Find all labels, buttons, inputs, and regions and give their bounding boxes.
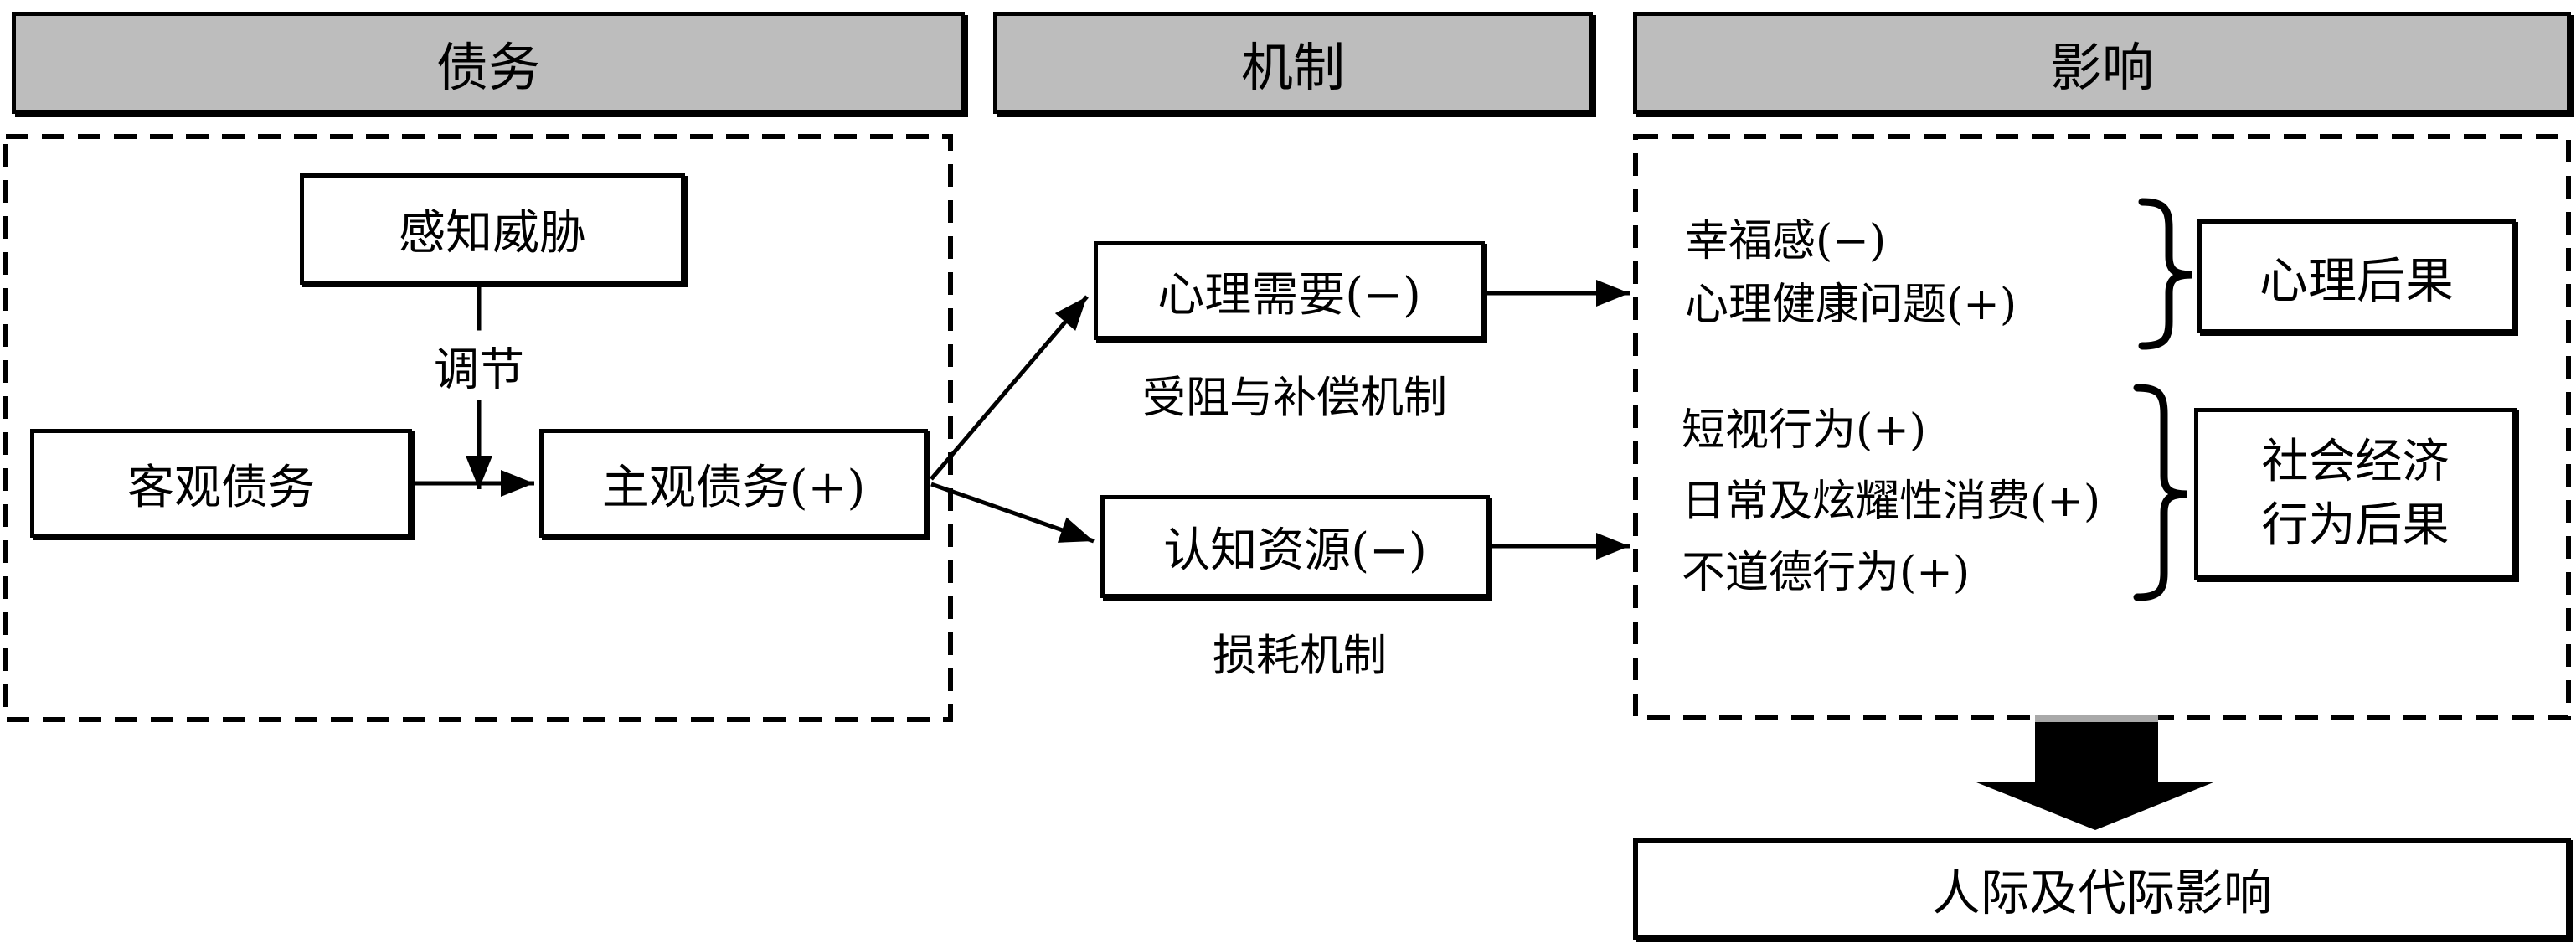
blocked-compensation-label: 受阻与补偿机制 <box>1141 373 1448 424</box>
behavior-outcomes-brace <box>2133 384 2188 601</box>
column-header-mechanism-label: 机制 <box>1240 37 1345 98</box>
node-psychological-need-label: 心理需要(−) <box>1157 267 1421 322</box>
node-socioeconomic-outcomes: 社会经济 行为后果 <box>2194 408 2517 580</box>
subjective-to-psychneed-arrow <box>930 295 1089 481</box>
node-cognitive-resource-label: 认知资源(−) <box>1163 524 1427 578</box>
node-perceived-threat-label: 感知威胁 <box>399 206 586 261</box>
column-header-impact: 影响 <box>1633 12 2571 114</box>
node-socioeconomic-outcomes-line2: 行为后果 <box>2261 498 2450 553</box>
column-header-debt-label: 债务 <box>435 37 540 98</box>
column-header-impact-label: 影响 <box>2049 37 2154 98</box>
list-item: 不道德行为(+) <box>1682 548 1971 598</box>
node-subjective-debt: 主观债务(+) <box>539 429 928 538</box>
psych-outcomes-list: 幸福感(−) 心理健康问题(+) <box>1685 209 2017 337</box>
subjective-to-cognitive-arrow <box>930 482 1095 544</box>
column-header-debt: 债务 <box>12 12 965 114</box>
behavior-outcomes-list: 短视行为(+) 日常及炫耀性消费(+) 不道德行为(+) <box>1682 395 2100 609</box>
node-psychological-need: 心理需要(−) <box>1094 241 1485 340</box>
node-perceived-threat: 感知威胁 <box>300 173 685 285</box>
node-psychological-outcomes: 心理后果 <box>2197 219 2516 333</box>
block-arrow-shaft <box>2035 722 2158 784</box>
node-interpersonal-impact-label: 人际及代际影响 <box>1931 864 2272 921</box>
node-psychological-outcomes-label: 心理后果 <box>2259 252 2454 309</box>
node-cognitive-resource: 认知资源(−) <box>1100 495 1490 598</box>
node-interpersonal-impact: 人际及代际影响 <box>1633 838 2571 940</box>
psych-outcomes-brace <box>2138 198 2193 350</box>
block-arrow-head <box>1976 782 2213 830</box>
debt-dashed-container <box>3 134 953 722</box>
depletion-label: 损耗机制 <box>1212 631 1388 682</box>
list-item: 短视行为(+) <box>1682 405 1927 456</box>
list-item: 日常及炫耀性消费(+) <box>1682 477 2101 527</box>
list-item: 幸福感(−) <box>1685 216 1887 266</box>
node-objective-debt: 客观债务 <box>30 429 412 538</box>
column-header-mechanism: 机制 <box>993 12 1593 114</box>
block-arrow-cap <box>2035 715 2158 724</box>
moderation-label: 调节 <box>430 330 528 400</box>
node-socioeconomic-outcomes-line1: 社会经济 <box>2261 434 2450 489</box>
list-item: 心理健康问题(+) <box>1685 280 2017 330</box>
node-subjective-debt-label: 主观债务(+) <box>601 460 866 515</box>
node-objective-debt-label: 客观债务 <box>127 460 315 515</box>
